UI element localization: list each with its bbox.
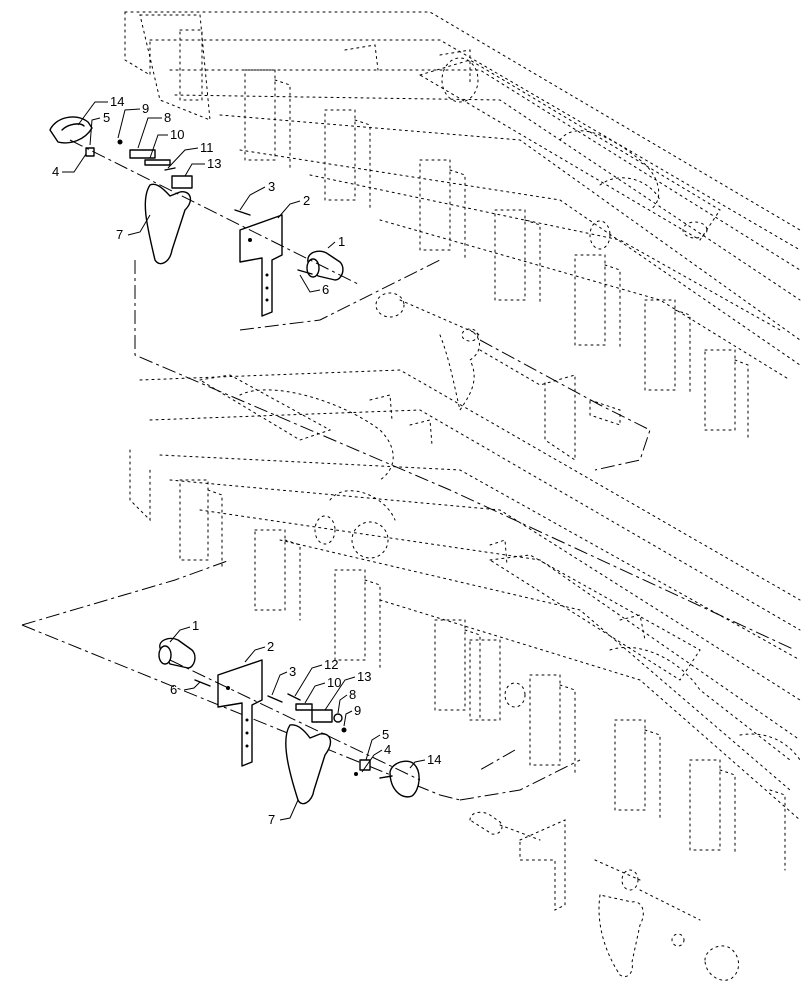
callout-10: 10: [327, 675, 341, 690]
upper-frame: [124, 11, 801, 441]
part-9-pin: [341, 727, 347, 733]
lower-installed-parts: [469, 811, 739, 981]
part-8-bushing: [333, 713, 343, 723]
part-10-pin: [295, 703, 313, 711]
part-3-pin: [267, 695, 283, 703]
callout-10: 10: [170, 127, 184, 142]
part-6-bolt: [194, 679, 211, 687]
callout-14: 14: [110, 94, 124, 109]
callout-6: 6: [322, 282, 329, 297]
callout-7: 7: [268, 812, 275, 827]
part-3-pin: [234, 209, 251, 216]
lower-callouts: 1 2 12 3 10 13 6 8 9 5 4 14 7: [170, 618, 441, 827]
callout-14: 14: [427, 752, 441, 767]
callout-7: 7: [116, 227, 123, 242]
upper-installed-parts: [375, 292, 621, 461]
part-12: [287, 693, 301, 701]
part-14-knob: [49, 116, 93, 144]
upper-exploded-parts: [49, 116, 361, 317]
upper-leaders: [62, 101, 336, 293]
callout-12: 12: [324, 657, 338, 672]
part-5-clip: [359, 759, 371, 771]
lower-leaders: [169, 626, 426, 821]
callout-1: 1: [338, 234, 345, 249]
part-6-bolt: [297, 269, 313, 275]
upper-callouts: 14 5 9 8 10 11 4 13 3 2 7 1 6: [52, 94, 345, 297]
callout-9: 9: [142, 101, 149, 116]
lower-exploded-parts: [158, 637, 421, 805]
callout-4: 4: [384, 742, 391, 757]
part-7-belt: [285, 724, 332, 805]
installation-paths: [21, 259, 796, 801]
part-14-knob: [389, 760, 420, 798]
callout-11: 11: [200, 140, 214, 155]
part-8-bushing: [129, 149, 156, 159]
part-2-bracket: [239, 214, 283, 317]
callout-2: 2: [267, 639, 274, 654]
callout-5: 5: [103, 110, 110, 125]
callout-3: 3: [268, 179, 275, 194]
callout-13: 13: [207, 156, 221, 171]
callout-6: 6: [170, 682, 177, 697]
callout-9: 9: [354, 703, 361, 718]
callout-13: 13: [357, 669, 371, 684]
part-7-belt: [144, 183, 192, 265]
callout-4: 4: [52, 164, 59, 179]
part-13-roller: [171, 175, 193, 189]
part-11: [164, 167, 176, 171]
part-10-pin: [144, 159, 171, 166]
part-13-roller: [311, 709, 333, 723]
part-5-clip: [85, 147, 95, 157]
callout-3: 3: [289, 664, 296, 679]
callout-2: 2: [303, 193, 310, 208]
callout-8: 8: [349, 687, 356, 702]
part-2-bracket: [217, 659, 263, 767]
callout-8: 8: [164, 110, 171, 125]
lower-frame: [129, 369, 801, 871]
callout-1: 1: [192, 618, 199, 633]
callout-5: 5: [382, 727, 389, 742]
part-9-pin: [117, 139, 123, 145]
